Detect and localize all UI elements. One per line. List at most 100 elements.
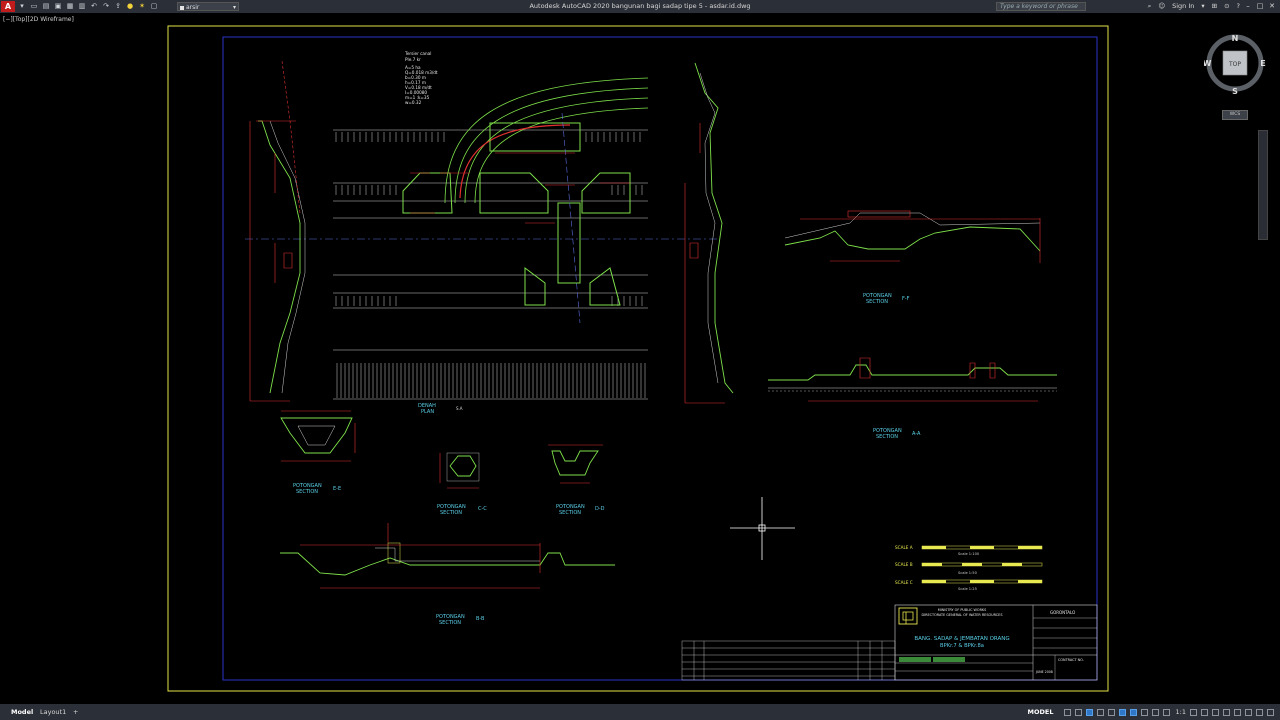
annotation-scale[interactable]: 1:1: [1175, 708, 1186, 716]
close-icon[interactable]: ✕: [1269, 2, 1275, 10]
cart-icon[interactable]: ⊞: [1211, 2, 1218, 10]
share-icon[interactable]: ⇪: [115, 2, 121, 10]
plan-label: DENAH: [418, 403, 436, 409]
add-layout-button[interactable]: +: [73, 708, 79, 716]
search-icon[interactable]: ⌕: [1147, 2, 1152, 10]
new-file-icon[interactable]: ▭: [30, 2, 38, 10]
scale-label: SCALE C: [895, 580, 913, 585]
section-b-b-drawing: POTONGAN SECTION B-B: [280, 523, 615, 626]
save-icon[interactable]: ▣: [54, 2, 62, 10]
quick-properties-icon[interactable]: [1223, 708, 1230, 716]
transparency-icon[interactable]: [1151, 708, 1159, 716]
date-text: JUNE 2008: [1035, 670, 1053, 674]
viewcube[interactable]: TOP N S E W: [1204, 30, 1266, 100]
tab-model[interactable]: Model: [11, 708, 34, 716]
lineweight-icon[interactable]: [1140, 708, 1148, 716]
menu-chevron-icon[interactable]: ▾: [20, 2, 24, 10]
print-icon[interactable]: ▥: [78, 2, 86, 10]
model-space-toggle[interactable]: MODEL: [1027, 708, 1054, 716]
status-tools: MODEL 1:1: [1028, 704, 1274, 720]
viewcube-face-label: TOP: [1228, 61, 1241, 68]
ortho-icon[interactable]: [1085, 708, 1093, 716]
section-code: A-A: [912, 431, 921, 437]
section-code: B-B: [476, 616, 485, 622]
section-f-f-drawing: POTONGAN SECTION F-F: [784, 210, 1041, 305]
layer-sun-icon[interactable]: ✶: [139, 2, 145, 10]
snap-icon[interactable]: [1074, 708, 1082, 716]
project-name: GORONTALO: [1050, 610, 1075, 615]
design-info: Tersier canal Ple.7 kr A=5 ha Q=0.018 m3…: [404, 51, 438, 105]
selection-cycling-icon[interactable]: [1162, 708, 1170, 716]
section-label: POTONGAN: [437, 504, 466, 510]
object-snap-icon[interactable]: [1129, 708, 1137, 716]
autocad-logo-icon[interactable]: A: [1, 1, 15, 12]
units-icon[interactable]: [1212, 708, 1219, 716]
polar-icon[interactable]: [1096, 708, 1104, 716]
plan-sub: PLAN: [421, 409, 434, 415]
compass-east[interactable]: E: [1260, 59, 1265, 68]
user-icon[interactable]: ☺: [1158, 2, 1166, 10]
redo-icon[interactable]: ↷: [103, 2, 109, 10]
scale-label: SCALE B: [895, 562, 913, 567]
chevron-down-icon[interactable]: ▾: [1201, 2, 1205, 10]
help-icon[interactable]: ?: [1236, 2, 1240, 10]
section-c-c-drawing: POTONGAN SECTION C-C: [437, 452, 487, 516]
compass-south[interactable]: S: [1232, 87, 1238, 96]
grid-icon[interactable]: [1063, 708, 1071, 716]
navigation-bar[interactable]: [1258, 130, 1268, 240]
sheet-border-outer: [167, 25, 1109, 692]
clean-screen-icon[interactable]: [1256, 708, 1263, 716]
info-line: I=0.00080: [405, 90, 427, 95]
tab-layout1[interactable]: Layout1: [40, 708, 67, 716]
right-profile: [684, 62, 734, 404]
compass-north[interactable]: N: [1232, 34, 1239, 43]
info-line: Ple.7 kr: [405, 57, 421, 62]
save-as-icon[interactable]: ▦: [66, 2, 74, 10]
section-code: D-D: [595, 506, 605, 512]
connect-icon[interactable]: ⊙: [1224, 2, 1230, 10]
viewport-controls-label[interactable]: [−][Top][2D Wireframe]: [3, 16, 74, 23]
annotation-monitor-icon[interactable]: [1201, 708, 1208, 716]
info-line: Q=0.018 m3/dt: [405, 70, 438, 75]
section-sub: SECTION: [296, 489, 318, 495]
compass-west[interactable]: W: [1204, 59, 1212, 68]
hardware-acceleration-icon[interactable]: [1245, 708, 1252, 716]
section-sub: SECTION: [876, 434, 898, 440]
scale-caption: Scale 1:50: [958, 571, 978, 575]
scale-tag: S.A: [456, 406, 463, 411]
scale-caption: Scale 1:100: [958, 552, 980, 556]
open-file-icon[interactable]: ▤: [42, 2, 50, 10]
chevron-down-icon: ▾: [232, 4, 236, 11]
drawing-subtitle: BPKr.7 & BPKr.8a: [940, 643, 984, 649]
drawing-canvas[interactable]: Tersier canal Ple.7 kr A=5 ha Q=0.018 m3…: [0, 13, 1280, 704]
sign-in-link[interactable]: Sign In: [1172, 2, 1195, 10]
layer-bulb-icon[interactable]: ●: [126, 2, 134, 10]
undo-icon[interactable]: ↶: [91, 2, 97, 10]
workspace-gear-icon[interactable]: [1190, 708, 1197, 716]
layer-dropdown[interactable]: arsir ▾: [177, 2, 239, 11]
info-line: A=5 ha: [405, 65, 421, 70]
customization-menu-icon[interactable]: [1267, 708, 1274, 716]
wcs-menu[interactable]: WCS: [1222, 110, 1248, 120]
layer-name: arsir: [186, 4, 200, 11]
layer-lock-icon[interactable]: ▢: [150, 2, 158, 10]
section-d-d-drawing: POTONGAN SECTION D-D: [548, 444, 605, 516]
left-profile: [249, 60, 306, 402]
minimize-icon[interactable]: –: [1246, 2, 1250, 10]
isolate-objects-icon[interactable]: [1234, 708, 1241, 716]
info-line: m=1 :k=35: [405, 95, 430, 100]
section-label: POTONGAN: [436, 614, 465, 620]
info-line: Tersier canal: [404, 51, 431, 56]
drawing-title: BANG. SADAP & JEMBATAN ORANG: [914, 636, 1009, 642]
viewcube-top-face[interactable]: [1222, 50, 1248, 76]
maximize-icon[interactable]: □: [1256, 2, 1264, 10]
object-snap-tracking-icon[interactable]: [1118, 708, 1126, 716]
search-input[interactable]: Type a keyword or phrase: [996, 2, 1086, 11]
scale-label: SCALE A: [895, 545, 913, 550]
section-code: C-C: [478, 506, 487, 512]
quick-access-toolbar: A ▾ ▭ ▤ ▣ ▦ ▥ ↶ ↷ ⇪ ● ✶ ▢: [0, 0, 159, 13]
section-label: POTONGAN: [293, 483, 322, 489]
isodraft-icon[interactable]: [1107, 708, 1115, 716]
sheet-border-inner: [222, 36, 1098, 681]
structure-outline: [402, 122, 631, 306]
